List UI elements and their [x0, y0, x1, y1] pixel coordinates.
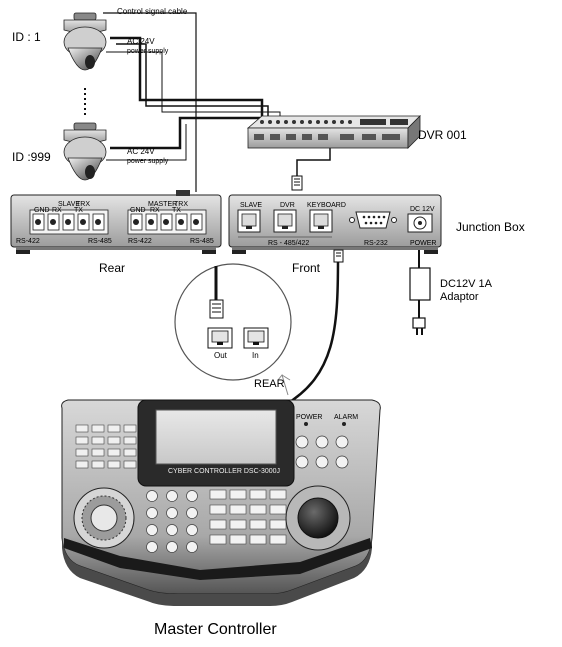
- cables: [103, 12, 420, 407]
- dvr-to-junction-cable: [296, 148, 331, 176]
- video-cable-cam999: [110, 116, 262, 150]
- keyboard-port: [309, 209, 333, 233]
- adaptor-label-line2: Adaptor: [440, 291, 479, 303]
- slave-port: [237, 209, 261, 233]
- power-adaptor: [409, 267, 431, 335]
- rear-master-tx-label: TX: [172, 207, 181, 214]
- junction-box-label: Junction Box: [456, 220, 525, 234]
- rear-slave-gnd-label: GND: [34, 207, 50, 214]
- keyboard-to-controller-cable: [284, 257, 340, 407]
- front-rs485-label: RS - 485/422: [268, 240, 310, 247]
- front-slave-label: SLAVE: [240, 202, 263, 209]
- controller-power-label: POWER: [296, 414, 323, 421]
- rj45-plug-dvr-side: [291, 175, 303, 191]
- rear-slave-label: SLAVE: [58, 201, 81, 208]
- rear-master-rx-label: RX: [150, 207, 160, 214]
- camera-id-1-power-label-line2: power supply: [127, 48, 169, 55]
- rear-master-label: MASTER: [148, 201, 178, 208]
- controller-model-label: CYBER CONTROLLER DSC-3000J: [168, 468, 281, 475]
- power-cable-cam1: [106, 51, 281, 120]
- controller-alarm-label: ALARM: [334, 414, 359, 421]
- rear-rs422-label-right: RS-422: [128, 238, 152, 245]
- camera-id-999-label: ID :999: [12, 150, 51, 164]
- rear-slave-tx-label: TX: [74, 207, 83, 214]
- front-dvr-label: DVR: [280, 202, 295, 209]
- camera-id-1-label: ID : 1: [12, 30, 41, 44]
- adaptor-label-line1: DC12V 1A: [440, 278, 492, 290]
- rear-master-gnd-label: GND: [130, 207, 146, 214]
- front-keyboard-label: KEYBOARD: [307, 202, 346, 209]
- dvr-label: DVR 001: [418, 128, 467, 142]
- rear-rs422-label-left: RS-422: [16, 238, 40, 245]
- detail-in-label: In: [252, 351, 259, 360]
- rear-arrow-label: REAR: [254, 378, 285, 390]
- junction-box-front: [228, 194, 442, 254]
- dvr-port: [273, 209, 297, 233]
- power-cable-cam999: [106, 124, 187, 161]
- rear-rs485-label-left: RS-485: [88, 238, 112, 245]
- rear-rs485-label-right: RS-485: [190, 238, 214, 245]
- rear-master-trx-label: TRX: [174, 201, 188, 208]
- rj45-plug-controller-side: [333, 249, 344, 263]
- power-jack: [407, 213, 433, 233]
- control-signal-cable: [103, 12, 197, 192]
- junction-box-rear: [10, 190, 222, 254]
- rear-slave-rx-label: RX: [52, 207, 62, 214]
- rear-caption: Rear: [99, 261, 126, 275]
- master-controller-label: Master Controller: [154, 621, 277, 638]
- master-controller-device: [61, 399, 381, 606]
- dome-camera-id-999: [63, 122, 107, 181]
- rear-connector-detail: [174, 263, 292, 396]
- dvr-device: [246, 115, 421, 149]
- detail-out-label: Out: [214, 351, 227, 360]
- rear-slave-trx-label: TRX: [76, 201, 90, 208]
- camera-id-999-power-label-line1: AC 24V: [127, 147, 155, 156]
- camera-id-1-power-label-line1: AC 24V: [127, 37, 155, 46]
- camera-id-999-power-label-line2: power supply: [127, 158, 169, 165]
- front-caption: Front: [292, 261, 321, 275]
- front-power-label: POWER: [410, 240, 437, 247]
- front-rs232-label: RS-232: [364, 240, 388, 247]
- control-signal-cable-label: Control signal cable: [117, 7, 188, 16]
- rs232-port: [349, 211, 397, 229]
- dome-camera-id-1: [63, 12, 107, 71]
- video-cable-cam1-b: [116, 43, 269, 120]
- front-dc-label: DC 12V: [410, 206, 435, 213]
